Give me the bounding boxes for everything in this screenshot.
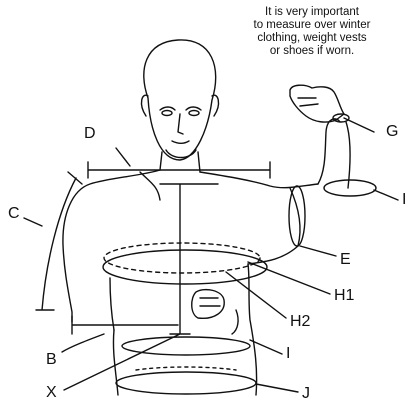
ring-h2 xyxy=(104,243,260,273)
line-d xyxy=(88,162,270,178)
label-h2: H2 xyxy=(290,313,311,330)
torso-figure xyxy=(63,119,350,395)
label-i-arm: I xyxy=(402,191,406,208)
ring-j xyxy=(116,372,256,394)
label-g: G xyxy=(386,123,398,140)
label-b: B xyxy=(46,351,57,368)
fist-figure xyxy=(290,85,349,122)
ring-i-waist xyxy=(122,337,250,355)
label-i-waist: I xyxy=(286,345,290,362)
line-x xyxy=(64,184,218,390)
note-line-3: clothing, weight vests xyxy=(232,32,392,45)
note-line-1: It is very important xyxy=(232,6,392,19)
ring-i-arm xyxy=(324,180,376,196)
label-j: J xyxy=(302,385,310,402)
label-x: X xyxy=(46,384,57,401)
ring-h1 xyxy=(103,250,267,284)
labels: D C G I E H1 H2 B I X J xyxy=(8,123,406,402)
label-c: C xyxy=(8,205,20,222)
note-line-4: or shoes if worn. xyxy=(232,45,392,58)
line-c xyxy=(36,172,82,310)
note-line-2: to measure over winter xyxy=(232,19,392,32)
instruction-note: It is very important to measure over win… xyxy=(232,6,392,58)
head-figure xyxy=(142,40,219,172)
label-d: D xyxy=(84,125,96,142)
label-h1: H1 xyxy=(334,287,355,304)
ring-e xyxy=(289,186,305,246)
line-b xyxy=(72,316,178,334)
label-e: E xyxy=(340,251,351,268)
